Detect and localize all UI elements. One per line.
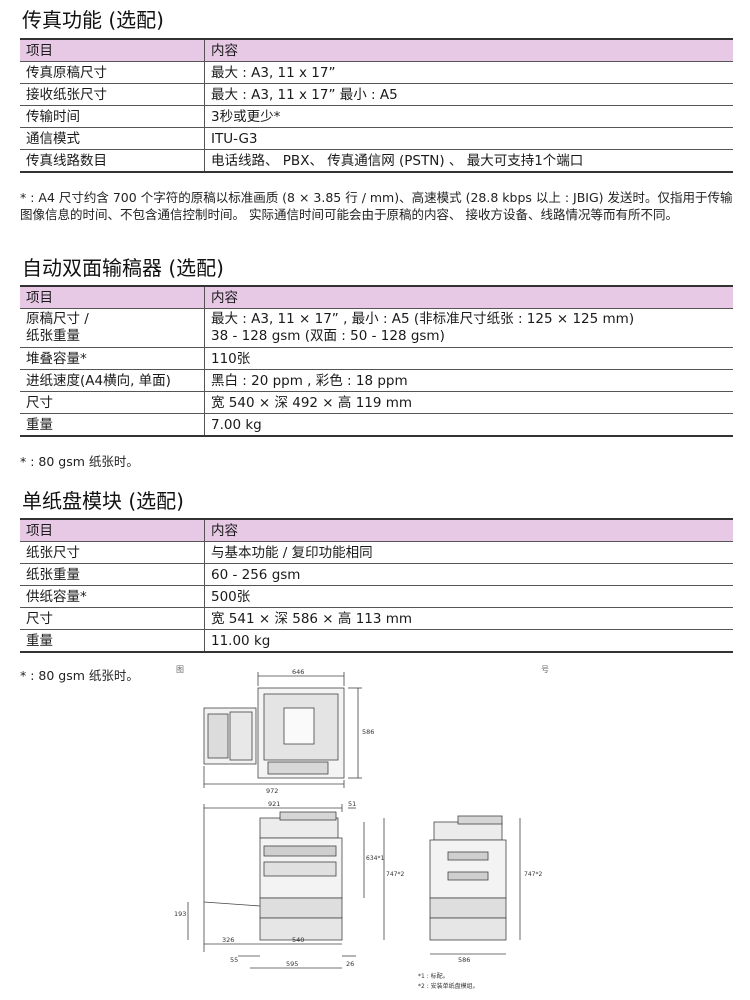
row-label: 纸张重量	[20, 563, 205, 586]
top-view-drawing	[203, 672, 362, 788]
row-label: 传真线路数目	[20, 149, 205, 173]
table-row: 堆叠容量*110张	[20, 347, 733, 370]
table-header-row: 项目 内容	[20, 286, 733, 309]
row-label: 进纸速度(A4横向, 单面)	[20, 369, 205, 392]
side-view-drawing	[429, 815, 521, 955]
row-label: 传输时间	[20, 105, 205, 128]
dim-front-bottom-c: 55	[230, 956, 238, 964]
drawing-footnote-1: *1 : 标配。	[418, 972, 449, 980]
dim-front-left-offset: 193	[174, 910, 186, 918]
row-label: 原稿尺寸 / 纸张重量	[20, 308, 205, 348]
table-row: 尺寸宽 540 × 深 492 × 高 119 mm	[20, 391, 733, 414]
row-value: 最大 : A3, 11 x 17” 最小 : A5	[204, 83, 733, 106]
row-label: 尺寸	[20, 607, 205, 630]
dim-front-bottom-e: 26	[346, 960, 354, 968]
row-value: 电话线路、 PBX、 传真通信网 (PSTN) 、 最大可支持1个端口	[204, 149, 733, 173]
header-content: 内容	[204, 39, 733, 62]
dim-side-height: 747*2	[524, 871, 542, 878]
header-content: 内容	[204, 286, 733, 309]
table-header-row: 项目 内容	[20, 39, 733, 62]
dim-top-width: 646	[292, 668, 304, 676]
dim-front-bottom-a: 326	[222, 936, 234, 944]
header-item: 项目	[20, 519, 205, 542]
row-value: 宽 540 × 深 492 × 高 119 mm	[204, 391, 733, 414]
row-value: 宽 541 × 深 586 × 高 113 mm	[204, 607, 733, 630]
row-value: 最大 : A3, 11 x 17”	[204, 61, 733, 84]
header-content: 内容	[204, 519, 733, 542]
header-item: 项目	[20, 39, 205, 62]
row-label: 通信模式	[20, 127, 205, 150]
table-row: 原稿尺寸 / 纸张重量最大 : A3, 11 × 17” , 最小 : A5 (…	[20, 308, 733, 348]
row-value: 110张	[204, 347, 733, 370]
drawing-footnote-2: *2 : 安装单纸盘模组。	[418, 982, 479, 990]
row-value: 11.00 kg	[204, 629, 733, 653]
dimension-drawings: 646 586 972 921 51 634*1 747*2 193 326 5…	[174, 668, 542, 990]
row-label: 重量	[20, 413, 205, 437]
front-view-drawing	[187, 804, 385, 969]
row-value: 黑白 : 20 ppm , 彩色 : 18 ppm	[204, 369, 733, 392]
row-value: 与基本功能 / 复印功能相同	[204, 541, 733, 564]
dim-front-top-left: 921	[268, 800, 280, 808]
row-label: 接收纸张尺寸	[20, 83, 205, 106]
row-label: 供纸容量*	[20, 585, 205, 608]
table-row: 纸张尺寸与基本功能 / 复印功能相同	[20, 541, 733, 564]
row-value: 60 - 256 gsm	[204, 563, 733, 586]
table-row: 传真原稿尺寸最大 : A3, 11 x 17”	[20, 61, 733, 84]
table-row: 尺寸宽 541 × 深 586 × 高 113 mm	[20, 607, 733, 630]
section-title-adf: 自动双面输稿器 (选配)	[22, 256, 224, 280]
fax-footnote: * : A4 尺寸约含 700 个字符的原稿以标准画质 (8 × 3.85 行 …	[20, 190, 733, 222]
table-row: 传真线路数目电话线路、 PBX、 传真通信网 (PSTN) 、 最大可支持1个端…	[20, 149, 733, 173]
table-row: 供纸容量*500张	[20, 585, 733, 608]
dim-front-bottom-b: 540	[292, 936, 304, 944]
stray-mark: 号	[541, 665, 549, 674]
row-label: 尺寸	[20, 391, 205, 414]
dim-front-top-right: 51	[348, 800, 356, 808]
table-row: 接收纸张尺寸最大 : A3, 11 x 17” 最小 : A5	[20, 83, 733, 106]
row-value: ITU-G3	[204, 127, 733, 150]
tray-footnote: * : 80 gsm 纸张时。	[20, 668, 139, 683]
dim-top-overall: 972	[266, 787, 278, 795]
row-label: 重量	[20, 629, 205, 653]
row-value: 3秒或更少*	[204, 105, 733, 128]
dim-front-bottom-d: 595	[286, 960, 298, 968]
dim-top-depth: 586	[362, 728, 374, 736]
row-label: 堆叠容量*	[20, 347, 205, 370]
section-title-tray: 单纸盘模块 (选配)	[22, 489, 184, 513]
table-header-row: 项目 内容	[20, 519, 733, 542]
adf-spec-table: 项目 内容 原稿尺寸 / 纸张重量最大 : A3, 11 × 17” , 最小 …	[20, 285, 733, 437]
row-value: 7.00 kg	[204, 413, 733, 437]
dim-front-height-b: 747*2	[386, 871, 404, 878]
row-value: 最大 : A3, 11 × 17” , 最小 : A5 (非标准尺寸纸张 : 1…	[204, 308, 733, 348]
stray-mark: 图	[176, 665, 184, 674]
row-value: 500张	[204, 585, 733, 608]
table-row: 进纸速度(A4横向, 单面)黑白 : 20 ppm , 彩色 : 18 ppm	[20, 369, 733, 392]
row-label: 纸张尺寸	[20, 541, 205, 564]
row-label: 传真原稿尺寸	[20, 61, 205, 84]
fax-spec-table: 项目 内容 传真原稿尺寸最大 : A3, 11 x 17” 接收纸张尺寸最大 :…	[20, 38, 733, 173]
dim-front-height-a: 634*1	[366, 855, 384, 862]
header-item: 项目	[20, 286, 205, 309]
adf-footnote: * : 80 gsm 纸张时。	[20, 454, 139, 469]
dim-side-depth: 586	[458, 956, 470, 964]
section-title-fax: 传真功能 (选配)	[22, 8, 164, 32]
